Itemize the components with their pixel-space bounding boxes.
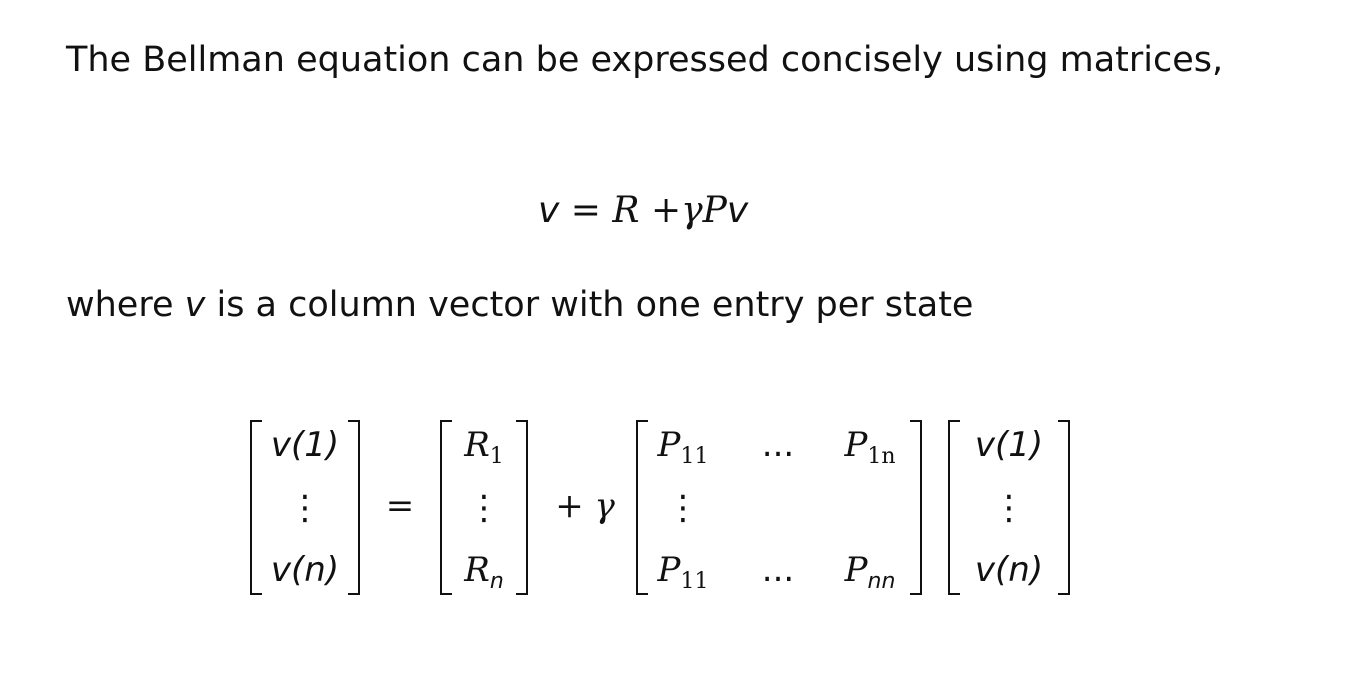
eq-P: P [702,190,727,231]
P-symbol: P [657,425,681,465]
plus-gamma: + γ [555,486,615,526]
P-symbol: P [657,550,681,590]
R-vdots: ⋮ [467,488,501,528]
lhs-vdots: ⋮ [288,488,322,528]
eq-R: R [612,190,640,231]
R-top: R1 [464,425,504,469]
P-symbol: P [844,550,868,590]
bracket-right [910,420,922,595]
rhs-top: v(1) [974,425,1044,465]
P-n1: P11 [658,550,709,594]
eq-equals: = [570,190,601,231]
eq-v: v [538,190,560,231]
rhs-bottom: v(n) [974,550,1044,590]
matrix-equals: = [385,486,415,526]
bracket-left [440,420,452,595]
eq-gamma: γ [681,190,703,231]
bracket-left [948,420,960,595]
rhs-vdots: ⋮ [992,488,1026,528]
P-1n: P1n [844,425,895,469]
R-symbol: R [464,425,490,465]
P-hdots: ... [761,550,795,590]
intro-text: The Bellman equation can be expressed co… [66,40,1224,80]
P-sub: 11 [680,444,709,469]
bracket-left [250,420,262,595]
R-sub: 1 [489,444,504,469]
bellman-equation: v = R +γPv [538,190,748,231]
P-vdots: ⋮ [666,488,700,528]
where-pre: where [66,285,185,325]
bracket-left [636,420,648,595]
P-sub: 11 [680,569,709,594]
bracket-right [1058,420,1070,595]
where-post: is a column vector with one entry per st… [205,285,974,325]
eq-plus: + [650,190,682,231]
R-symbol: R [464,550,490,590]
P-sub: 1n [867,444,896,469]
lhs-bottom: v(n) [270,550,340,590]
lhs-top: v(1) [270,425,340,465]
R-bottom: Rn [464,550,504,594]
P-nn: Pnn [845,550,896,594]
eq-v2: v [726,190,749,231]
R-sub: n [489,569,504,594]
P-11: P11 [658,425,709,469]
P-hdots: ... [761,425,795,465]
P-symbol: P [844,425,868,465]
bracket-right [348,420,360,595]
bracket-right [516,420,528,595]
where-v: v [184,285,206,325]
P-sub: nn [867,569,896,594]
where-text: where v is a column vector with one entr… [66,285,973,325]
